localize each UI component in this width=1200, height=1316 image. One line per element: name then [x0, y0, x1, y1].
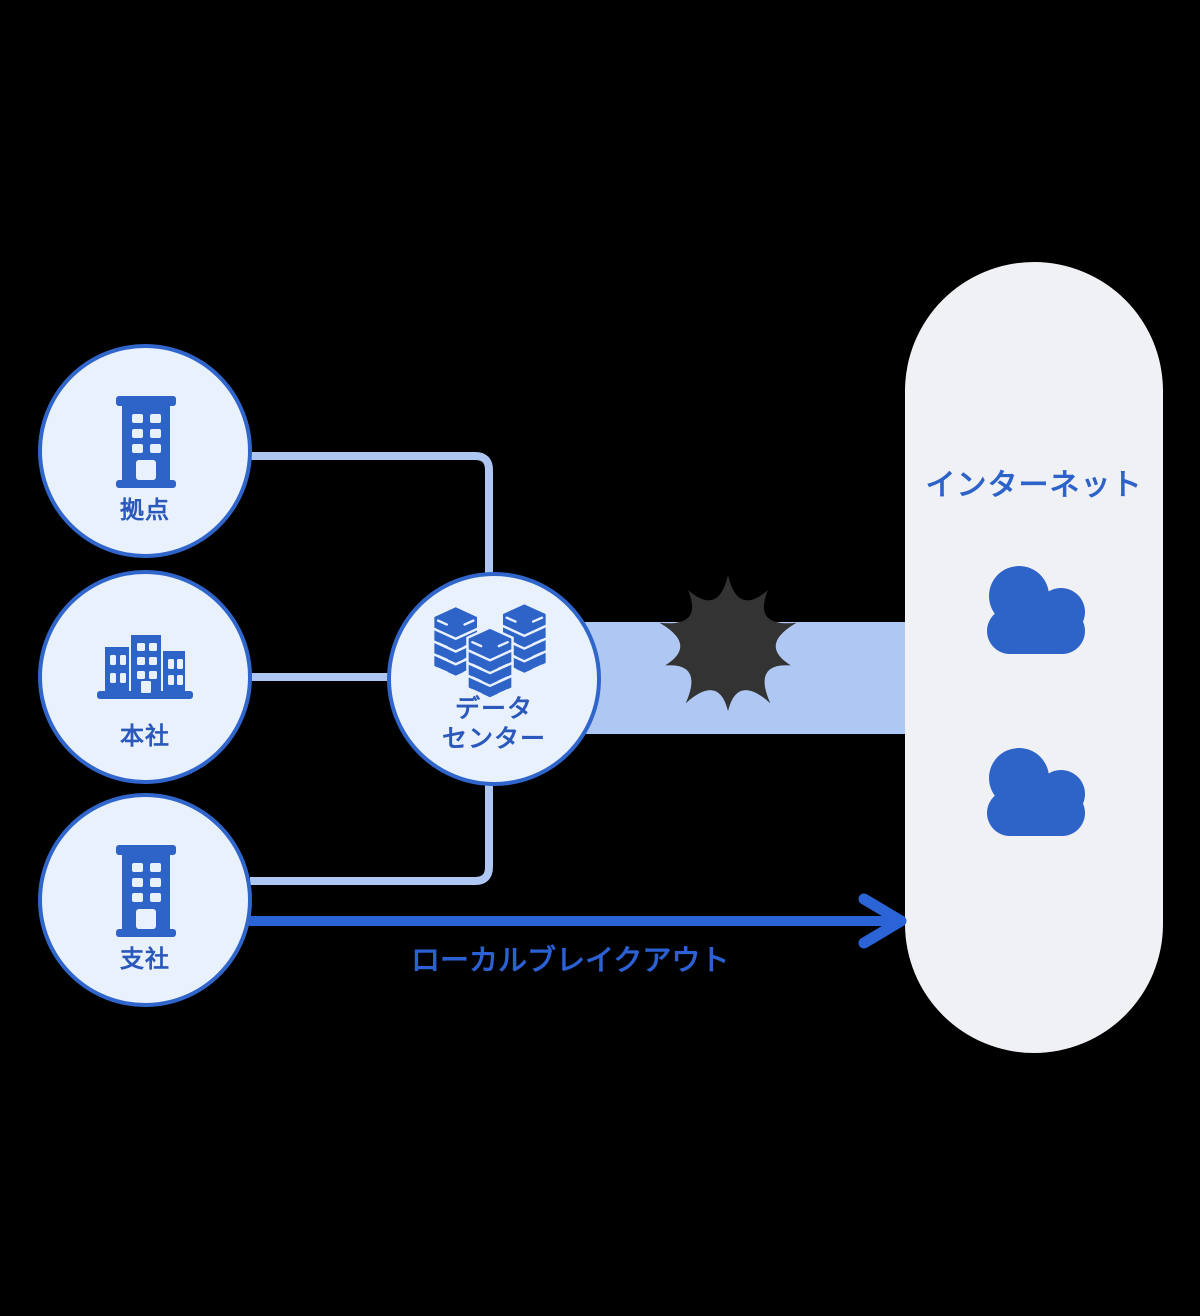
datacenter-label-line1: データ	[454, 695, 533, 723]
node-honsha: 本社	[38, 570, 252, 784]
building-icon	[116, 845, 176, 937]
building-icon	[116, 396, 176, 488]
connector-shisha-dc	[250, 784, 493, 885]
internet-label: インターネット	[925, 469, 1143, 502]
connector-kyoten-dc	[248, 452, 493, 574]
local-breakout-label: ローカルブレイクアウト	[411, 945, 730, 977]
arrow-head	[858, 893, 907, 949]
node-datacenter-label: データ センター	[391, 694, 597, 754]
node-honsha-label: 本社	[120, 723, 170, 750]
server-stack-icon	[431, 602, 549, 700]
city-icon	[97, 635, 193, 699]
node-kyoten: 拠点	[38, 344, 252, 558]
cloud-icon	[987, 566, 1085, 654]
node-shisha: 支社	[38, 793, 252, 1007]
cloud-icon	[987, 748, 1085, 836]
burst-icon	[659, 575, 797, 711]
internet-panel: インターネット	[905, 262, 1163, 1053]
node-datacenter: データ センター	[387, 572, 601, 786]
arrow-right-icon	[245, 893, 907, 949]
node-kyoten-label: 拠点	[120, 497, 170, 524]
datacenter-label-line2: センター	[441, 725, 546, 753]
node-shisha-label: 支社	[120, 946, 170, 973]
